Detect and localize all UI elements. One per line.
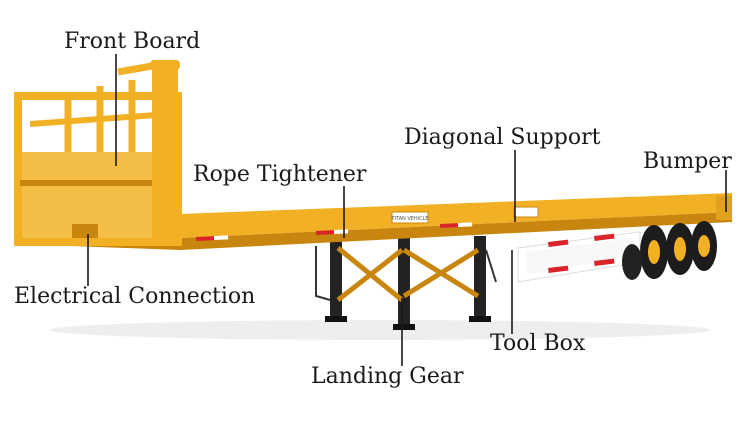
name-plate-right	[513, 206, 539, 218]
bumper-label: Bumper	[643, 149, 732, 174]
front-board	[14, 60, 182, 246]
trailer-deck	[18, 193, 732, 250]
tool-box-label: Tool Box	[490, 331, 586, 356]
rope-tightener-label: Rope Tightener	[193, 162, 367, 187]
landing-gear-label: Landing Gear	[311, 364, 464, 389]
name-plate-left	[391, 211, 429, 224]
ground-shadow	[50, 320, 710, 340]
electrical-connection-label: Electrical Connection	[14, 284, 256, 309]
landing-gear-assembly	[315, 236, 497, 330]
rear-bumper	[716, 196, 732, 220]
rear-wheels	[622, 221, 717, 280]
front-board-label: Front Board	[64, 29, 201, 54]
electrical-connection-box	[72, 224, 98, 238]
name-plate-left-text: TITAN VEHICLE	[390, 216, 428, 222]
diagonal-support-label: Diagonal Support	[404, 125, 601, 150]
leader-lines	[87, 54, 727, 366]
tool-box	[517, 231, 641, 283]
